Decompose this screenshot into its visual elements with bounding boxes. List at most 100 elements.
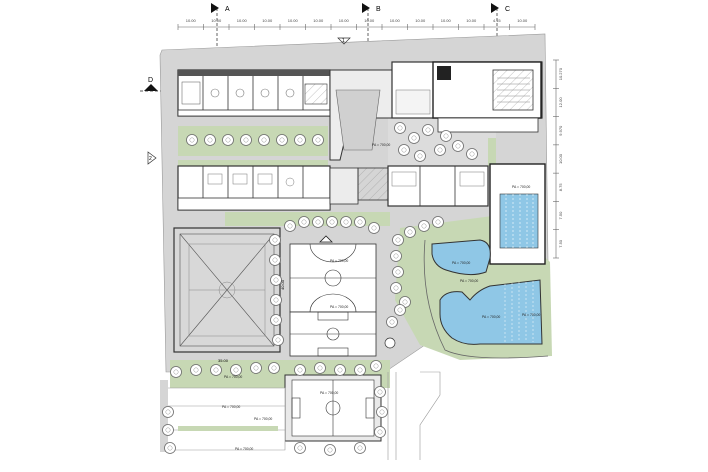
tree	[334, 364, 346, 376]
right-dim-label: 10.00	[558, 153, 563, 164]
street-lines	[387, 371, 441, 460]
tree	[404, 226, 416, 238]
elevation-e2: PA = 700,00	[512, 185, 530, 189]
outdoor-pool-small	[431, 239, 491, 276]
top-dim-label: 10.00	[313, 18, 324, 23]
top-dim-label: 10.00	[441, 18, 452, 23]
gymnasium	[173, 227, 281, 353]
tree	[294, 364, 306, 376]
tree	[390, 250, 402, 262]
top-dim-label: 10.00	[466, 18, 477, 23]
south-classroom-furniture	[207, 173, 295, 187]
tree	[272, 334, 284, 346]
tree	[170, 366, 182, 378]
elevation-labels: PA = 700,00 PA = 700,00 PA = 700,00 PA =…	[222, 143, 540, 451]
tree	[386, 316, 398, 328]
tree	[432, 216, 444, 228]
grid-tag-left-label: 2	[149, 156, 152, 162]
section-a-label: A	[225, 6, 230, 13]
soccer-court	[289, 311, 377, 357]
elevation-e9: PA = 700,00	[320, 391, 338, 395]
section-marker-a: A	[211, 3, 230, 48]
top-dim-label: 10.00	[211, 18, 222, 23]
locker-building	[387, 165, 489, 207]
green-strip-east	[488, 138, 496, 166]
grid-tag-top: 1	[337, 37, 351, 45]
right-dimension-line: 10.270 12.00 9.970 10.00 8.75 7.50 7.50	[553, 59, 563, 259]
elevation-e8: PA = 700,00	[330, 305, 348, 309]
tree	[422, 124, 434, 136]
right-dim-label: 7.50	[558, 239, 563, 248]
right-dim-label: 12.00	[558, 97, 563, 108]
right-dim-label: 7.50	[558, 211, 563, 220]
section-marker-b: B	[362, 3, 381, 48]
grid-tag-top-label: 1	[342, 38, 345, 44]
tree	[392, 234, 404, 246]
tree	[162, 406, 174, 418]
tree	[440, 130, 452, 142]
tree	[370, 360, 382, 372]
fountain	[384, 337, 396, 349]
tree	[270, 294, 282, 306]
north-arrow	[319, 235, 333, 243]
elevation-e3: PA = 700,00	[452, 261, 470, 265]
section-d-label: D	[148, 77, 153, 84]
elevation-e4: PA = 700,00	[460, 279, 478, 283]
futsal-court	[284, 374, 382, 442]
tree	[269, 254, 281, 266]
tree	[204, 134, 216, 146]
tree	[466, 148, 478, 160]
top-dim-label: 10.00	[339, 18, 350, 23]
tree	[186, 134, 198, 146]
top-dim-label: 10.00	[288, 18, 299, 23]
top-dimension-line: 10.00 10.00 10.00 10.00 10.00 10.00 10.00 10.00…	[177, 18, 536, 30]
north-building	[177, 69, 331, 117]
tree	[368, 222, 380, 234]
tree	[354, 364, 366, 376]
elevation-e7: PA = 700,00	[330, 259, 348, 263]
outdoor-pool-large	[439, 279, 543, 345]
tree	[398, 144, 410, 156]
tree	[210, 364, 222, 376]
tree	[276, 134, 288, 146]
tree	[374, 426, 386, 438]
tree	[294, 134, 306, 146]
tree	[340, 216, 352, 228]
top-dim-label: 10.00	[390, 18, 401, 23]
tree	[394, 122, 406, 134]
outdoor-pool-lanes	[504, 281, 534, 342]
section-c-label: C	[505, 6, 510, 13]
tree	[374, 386, 386, 398]
tree	[418, 220, 430, 232]
tree	[230, 364, 242, 376]
top-dim-label: 10.00	[262, 18, 273, 23]
tree	[390, 282, 402, 294]
auditorium-seating	[497, 77, 530, 103]
tree	[294, 442, 306, 454]
tree	[434, 144, 446, 156]
tree	[240, 134, 252, 146]
elevation-e11: PA = 700,00	[222, 405, 240, 409]
top-dim-label: 10.00	[415, 18, 426, 23]
tree	[268, 362, 280, 374]
dim-gym-bottom: 35.00	[218, 358, 229, 363]
north-classroom-furniture	[210, 88, 295, 98]
right-dim-label: 8.75	[558, 183, 563, 192]
tree	[326, 216, 338, 228]
tree	[392, 266, 404, 278]
elevation-e10: PA = 700,00	[224, 375, 242, 379]
elevation-e12: PA = 700,00	[235, 447, 253, 451]
tree	[408, 132, 420, 144]
tree	[222, 134, 234, 146]
tree	[284, 220, 296, 232]
right-dim-label: 10.270	[558, 67, 563, 80]
basketball-court	[289, 243, 377, 313]
pool-deck-edge	[423, 239, 549, 359]
indoor-pool-building	[489, 163, 546, 265]
elevation-e1: PA = 700,00	[372, 143, 390, 147]
tree	[376, 406, 388, 418]
tree	[270, 314, 282, 326]
right-dim-label: 9.970	[558, 125, 563, 136]
section-b-label: B	[376, 6, 381, 13]
indoor-pool-water	[499, 193, 539, 249]
